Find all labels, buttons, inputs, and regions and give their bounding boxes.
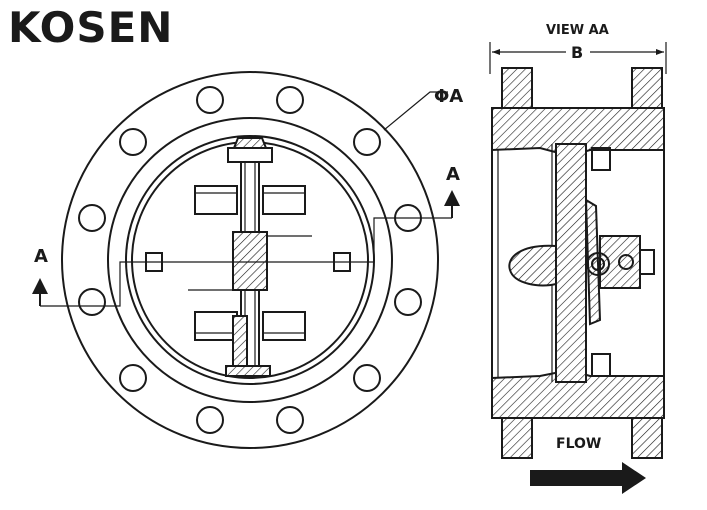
top-lug [232,137,268,149]
upper-plate-right [262,185,306,215]
bottom-flange-left [501,417,533,459]
bolt-hole [353,364,381,392]
bolt-hole [353,128,381,156]
hinge-mechanism [145,137,351,377]
hinge-cap [639,249,655,275]
body-bottom-section [491,368,665,419]
view-title: VIEW AA [546,23,609,38]
section-marker-left: A [34,246,48,267]
bolt-hole [119,364,147,392]
side-view: VIEW AA B [489,23,667,494]
top-cap [227,147,273,163]
hinge-pin-b [618,254,634,270]
bolt-hole [196,86,224,114]
bolt-hole [394,288,422,316]
front-view: A A ΦA [32,71,463,449]
upper-stop [591,147,611,171]
flange-outer-ring [61,71,439,449]
hinge-pin-a [586,252,610,276]
lower-plate-right [262,311,306,341]
hinge-body [508,244,557,287]
brand-logo: KOSEN [8,3,173,52]
lower-pin-block [232,315,248,367]
bolt-hole [78,288,106,316]
diameter-leader [383,91,448,131]
valve-seat [555,143,587,383]
upper-plate-left [194,185,238,215]
lower-plate-left [194,311,238,341]
lower-stop [591,353,611,377]
flow-label: FLOW [556,436,601,452]
top-flange-left [501,67,533,109]
bottom-base [225,365,271,377]
section-marker-right: A [446,164,460,185]
diameter-label: ΦA [434,86,463,107]
bolt-hole [196,406,224,434]
width-label: B [571,43,583,62]
top-flange-right [631,67,663,109]
section-cut-line [32,190,460,307]
bolt-hole [276,86,304,114]
raised-face-ring [107,117,393,403]
bolt-hole [276,406,304,434]
flow-arrow [530,462,646,494]
bolt-hole [119,128,147,156]
bolt-hole [78,204,106,232]
torsion-spring [232,231,268,291]
bottom-flange-right [631,417,663,459]
